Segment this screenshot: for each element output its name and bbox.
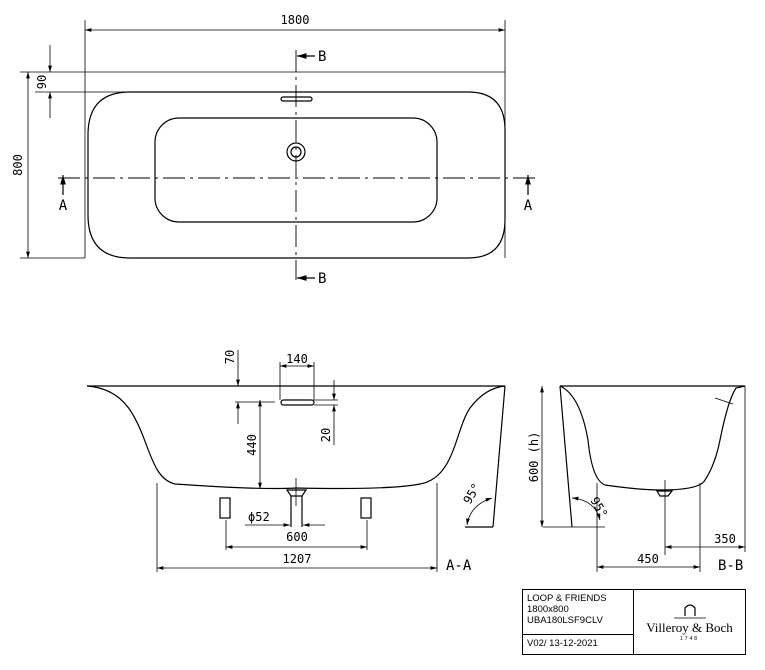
section-b-bottom: B xyxy=(318,271,326,287)
section-bb-label: B-B xyxy=(718,558,743,574)
section-aa: 95° 1207 A-A 600 ϕ52 440 70 140 20 xyxy=(86,350,506,574)
drain-icon xyxy=(285,489,308,497)
basin-outline xyxy=(154,117,438,223)
angle-aa: 95° xyxy=(460,481,483,507)
dim-width: 800 xyxy=(11,154,25,176)
top-view: 1800 800 90 A A B B xyxy=(11,13,535,287)
dim-140: 140 xyxy=(286,352,308,366)
dim-350: 350 xyxy=(714,532,736,546)
dim-70: 70 xyxy=(223,350,237,364)
dim-440: 440 xyxy=(245,434,259,456)
drain-icon xyxy=(655,490,674,497)
dim-450: 450 xyxy=(637,552,659,566)
bath-outline xyxy=(87,91,506,259)
version-date: V02/ 13-12-2021 xyxy=(523,634,633,654)
overflow-icon xyxy=(280,96,313,102)
section-b-top: B xyxy=(318,49,326,65)
angle-bb: 95° xyxy=(587,495,610,521)
foot-right-icon xyxy=(360,497,372,519)
faucet-logo-icon xyxy=(673,604,706,619)
foot-left-icon xyxy=(219,497,231,519)
dim-600-feet: 600 xyxy=(286,530,308,544)
dim-600h: 600 (h) xyxy=(527,432,541,483)
title-block: LOOP & FRIENDS 1800x800 UBA180LSF9CLV V0… xyxy=(522,589,746,655)
product-name: LOOP & FRIENDS xyxy=(527,593,607,604)
brand-name: Villeroy & Boch xyxy=(646,620,733,635)
section-a-right: A xyxy=(524,198,533,214)
brand-logo: Villeroy & Boch 1748 xyxy=(634,590,745,654)
dim-rim: 90 xyxy=(35,75,49,89)
dim-20: 20 xyxy=(319,428,333,442)
product-size: 1800x800 xyxy=(527,604,569,615)
article-number: UBA180LSF9CLV xyxy=(527,615,603,626)
overflow-icon xyxy=(280,399,315,406)
dim-drain: ϕ52 xyxy=(248,510,270,524)
section-aa-label: A-A xyxy=(446,558,472,574)
section-bb: 600 (h) 95° 450 350 B-B xyxy=(527,385,746,574)
brand-year: 1748 xyxy=(679,636,700,642)
dim-1207: 1207 xyxy=(283,552,312,566)
dim-length: 1800 xyxy=(281,13,310,27)
section-a-left: A xyxy=(59,198,68,214)
